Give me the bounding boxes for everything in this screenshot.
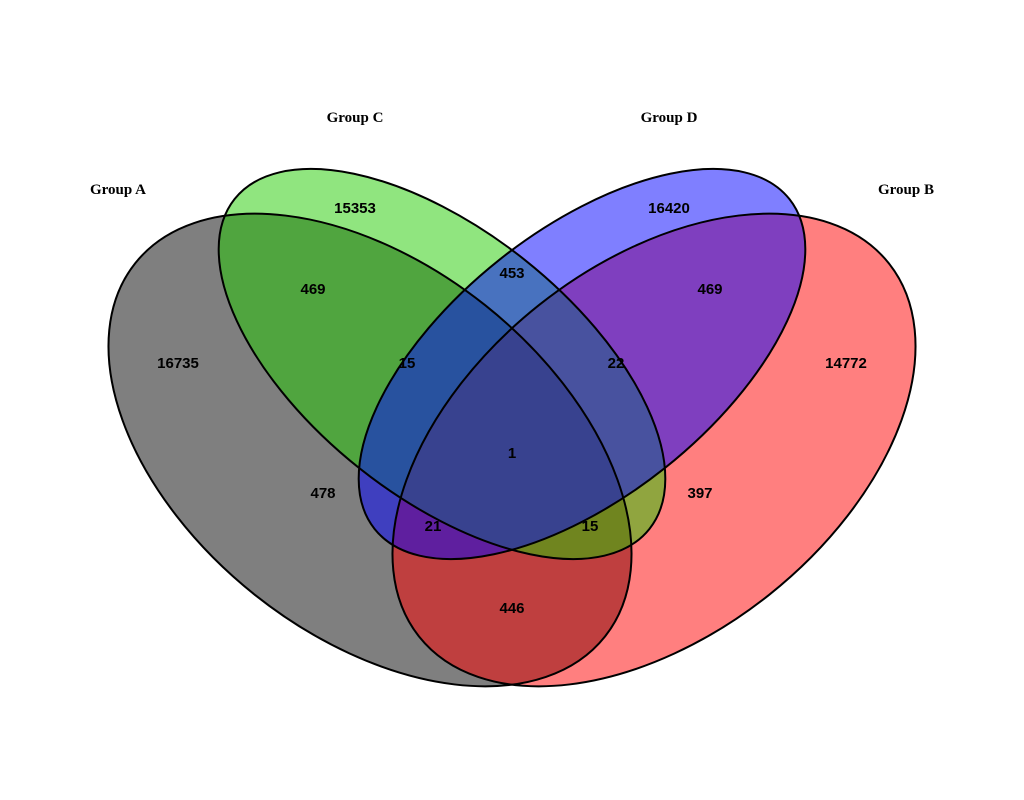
- count-abc: 15: [582, 518, 599, 535]
- count-acd: 15: [399, 355, 416, 372]
- count-a-only: 16735: [157, 355, 199, 372]
- count-ab: 446: [499, 600, 524, 617]
- set-a-outline: [107, 212, 633, 688]
- set-b-label: Group B: [878, 182, 934, 198]
- count-abd: 21: [425, 518, 442, 535]
- count-abcd: 1: [508, 445, 516, 462]
- count-b-only: 14772: [825, 355, 867, 372]
- set-d-outline: [357, 167, 807, 561]
- count-bc: 397: [687, 485, 712, 502]
- count-ac: 469: [300, 281, 325, 298]
- set-c-label: Group C: [327, 110, 384, 126]
- set-b-outline: [391, 212, 917, 688]
- count-c-only: 15353: [334, 200, 376, 217]
- set-d-ellipse: [358, 168, 806, 560]
- set-a-label: Group A: [90, 182, 146, 198]
- count-ad: 478: [310, 485, 335, 502]
- count-bcd: 22: [608, 355, 625, 372]
- count-bd: 469: [697, 281, 722, 298]
- count-d-only: 16420: [648, 200, 690, 217]
- set-d-label: Group D: [641, 110, 698, 126]
- count-cd: 453: [499, 265, 524, 282]
